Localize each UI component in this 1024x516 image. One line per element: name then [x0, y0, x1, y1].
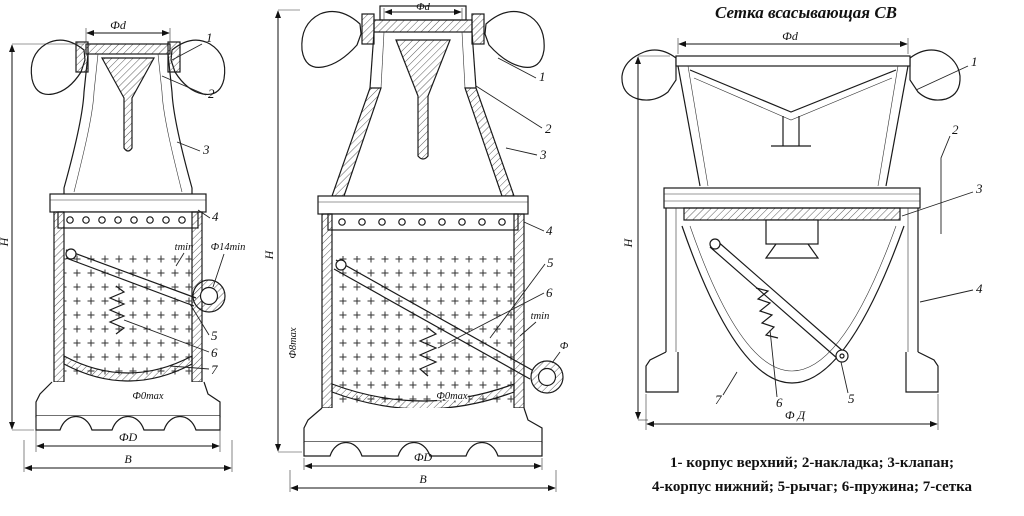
feet — [645, 351, 939, 393]
dim-phi-D: ФD — [119, 430, 138, 444]
valve-plate — [683, 207, 901, 259]
dim-B: B — [124, 452, 132, 466]
upper-body — [677, 65, 909, 187]
mesh-cross-pattern — [64, 252, 192, 380]
lever — [333, 259, 533, 380]
flange — [317, 195, 529, 231]
lower-body — [321, 213, 525, 409]
callout-1: 1 — [539, 69, 546, 84]
dim-mesh-max: Ф0max — [436, 391, 468, 402]
dim-ring-hole: Ф14min — [211, 242, 246, 253]
mesh-band — [331, 383, 515, 410]
callouts-middle: 1 2 3 4 5 6 — [437, 57, 554, 349]
dim-phi-d: Фd — [416, 2, 430, 13]
callout-2: 2 — [545, 121, 552, 136]
callout-6: 6 — [776, 395, 783, 410]
legend-line-2: 4-корпус нижний; 5-рычаг; 6-пружина; 7-с… — [652, 479, 973, 495]
view-middle: Фd H Ф8max tmin Ф Ф0max ФD B 1 2 3 4 5 6 — [262, 2, 569, 492]
callout-2: 2 — [208, 86, 215, 101]
dim-tmin: tmin — [175, 242, 194, 253]
mesh-dome — [681, 225, 905, 384]
legend: 1- корпус верхний; 2-накладка; 3-клапан;… — [652, 455, 973, 495]
dimensions-right: Фd H Ф Д — [621, 29, 939, 430]
base — [303, 407, 543, 457]
spring — [418, 327, 438, 377]
dim-phi-D: ФD — [414, 450, 433, 464]
upper-body — [331, 31, 515, 197]
spring — [108, 285, 126, 335]
dim-phi-D: Ф Д — [785, 408, 807, 422]
dim-height: H — [621, 237, 635, 248]
callout-6: 6 — [546, 285, 553, 300]
dim-height: H — [0, 236, 11, 247]
dim-mesh-max: Ф0max — [132, 391, 164, 402]
callout-1: 1 — [206, 30, 213, 45]
callout-7: 7 — [211, 362, 218, 377]
dim-B: B — [419, 472, 427, 486]
drawing-title: Сетка всасывающая СВ — [715, 3, 897, 22]
view-right: Сетка всасывающая СВ — [621, 3, 983, 495]
lower-body — [665, 208, 919, 352]
callout-2: 2 — [952, 122, 959, 137]
dim-tmin: tmin — [531, 311, 550, 322]
callout-4: 4 — [546, 223, 553, 238]
callout-3: 3 — [975, 181, 983, 196]
callout-1: 1 — [971, 54, 978, 69]
dim-height: H — [262, 249, 276, 260]
view-left: Фd H tmin Ф14min Ф0max ФD B 1 2 3 4 5 6 … — [0, 18, 245, 472]
callout-4: 4 — [976, 281, 983, 296]
callout-5: 5 — [211, 328, 218, 343]
base — [35, 381, 221, 431]
lower-body — [53, 211, 203, 383]
callout-4: 4 — [212, 209, 219, 224]
dim-wall-max: Ф8max — [288, 327, 299, 359]
mesh-cross-pattern — [332, 256, 514, 406]
coupling-head — [621, 49, 961, 101]
legend-line-1: 1- корпус верхний; 2-накладка; 3-клапан; — [670, 455, 954, 471]
flange — [49, 193, 207, 229]
dimensions-left: Фd H tmin Ф14min Ф0max ФD B — [0, 18, 245, 472]
callout-6: 6 — [211, 345, 218, 360]
dim-phi-d: Фd — [110, 18, 127, 32]
callout-3: 3 — [539, 147, 547, 162]
handle-ring — [192, 279, 226, 313]
upper-body — [63, 53, 193, 194]
handle-ring — [530, 360, 564, 394]
lever — [65, 248, 197, 307]
callout-3: 3 — [202, 142, 210, 157]
lever — [709, 238, 849, 363]
mesh-band — [63, 355, 193, 382]
callout-7: 7 — [715, 392, 722, 407]
dimensions-middle: Фd H Ф8max tmin Ф Ф0max ФD B — [262, 2, 569, 492]
flange — [663, 187, 921, 209]
callouts-left: 1 2 3 4 5 6 7 — [123, 30, 219, 377]
dim-ring: Ф — [560, 341, 569, 352]
spring — [755, 287, 779, 339]
callout-5: 5 — [848, 391, 855, 406]
callout-5: 5 — [547, 255, 554, 270]
callouts-right: 1 2 3 4 5 6 7 — [715, 54, 983, 410]
dim-phi-d: Фd — [782, 29, 799, 43]
